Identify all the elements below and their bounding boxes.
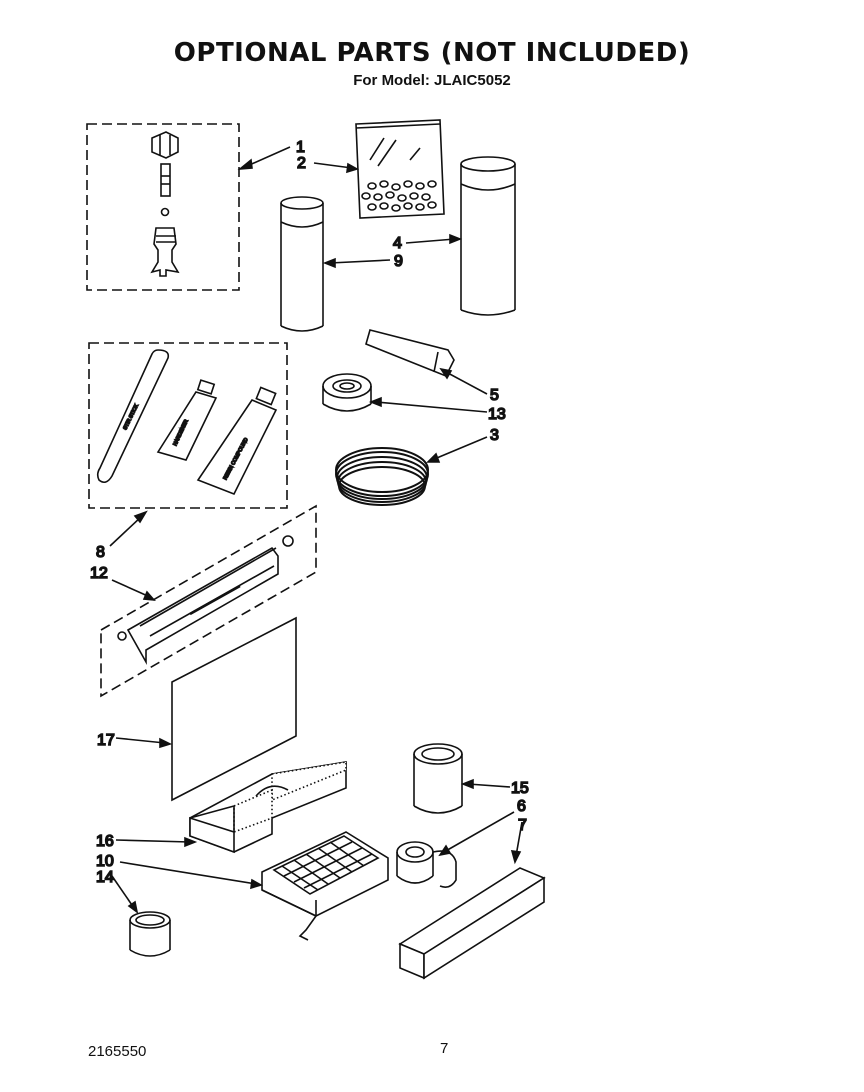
tape-roll-6: 6 — [396, 797, 527, 888]
deflector-part — [117, 535, 294, 666]
callout-14: 14 — [96, 869, 114, 886]
repair-kit-box — [88, 342, 288, 509]
callout-9: 9 — [394, 253, 403, 270]
callout-1: 1 — [296, 139, 305, 156]
callout-16: 16 — [96, 833, 114, 850]
stir-stick: STIR STICK — [96, 349, 170, 484]
valve-kit-box — [86, 123, 240, 291]
foam-block: 16 — [95, 761, 347, 854]
deflector-group: 12 — [89, 504, 317, 698]
coiled-tubing: 3 — [335, 426, 500, 506]
document-number: 2165550 — [88, 1043, 147, 1060]
small-spray-can: 9 — [280, 196, 404, 332]
callout-6: 6 — [517, 798, 526, 815]
callout-10: 10 — [96, 853, 114, 870]
callout-4: 4 — [393, 235, 402, 252]
tape-roll-13: 13 — [322, 373, 507, 424]
resin-tube: RESIN COMPOUND — [196, 386, 278, 496]
heater-element: 10 — [95, 831, 389, 941]
callout-7: 7 — [518, 817, 527, 834]
valve-part — [150, 131, 180, 277]
callout-12: 12 — [90, 565, 108, 582]
deflector-box — [100, 504, 317, 698]
callout-8: 8 — [96, 544, 105, 561]
small-can: 14 — [95, 868, 171, 957]
callout-13: 13 — [488, 406, 506, 423]
foam-strip: 7 — [398, 816, 546, 980]
model-subtitle: For Model: JLAIC5052 — [353, 72, 511, 89]
callout-15: 15 — [511, 780, 529, 797]
callout-5: 5 — [490, 387, 499, 404]
repair-kit-group: STIR STICK HARDENER RESIN COMPOUND 8 — [88, 342, 288, 562]
callout-2: 2 — [297, 155, 306, 172]
paint-can: 15 — [413, 743, 530, 814]
page-title: OPTIONAL PARTS (NOT INCLUDED) — [173, 38, 691, 68]
valve-kit-group: 1 — [86, 123, 306, 291]
large-spray-can: 4 — [392, 156, 516, 316]
sealant-tube: 5 — [365, 329, 500, 405]
callout-3: 3 — [490, 427, 499, 444]
oring-bag-group: 2 — [296, 119, 445, 219]
callout-17: 17 — [97, 732, 115, 749]
hardener-tube: HARDENER — [156, 379, 218, 461]
page-number: 7 — [440, 1040, 449, 1057]
filter-sheet: 17 — [96, 616, 297, 802]
